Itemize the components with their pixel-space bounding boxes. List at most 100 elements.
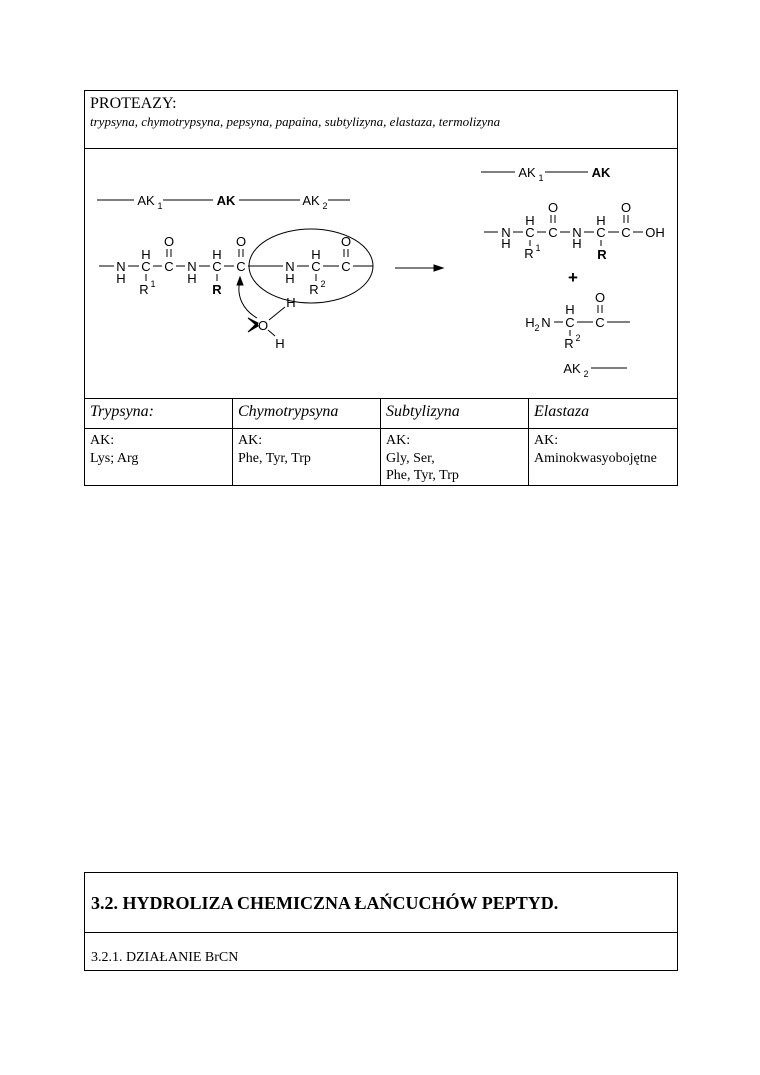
enzyme-ak-label: AK:: [90, 433, 115, 448]
enzyme-name: Subtylizyna: [386, 403, 460, 420]
atom-label: H: [141, 247, 150, 262]
atom-label: C: [164, 259, 173, 274]
atom-label: O: [548, 200, 558, 215]
atom-label: N: [501, 225, 510, 240]
divider: [84, 148, 678, 149]
divider: [380, 398, 381, 486]
divider: [84, 932, 678, 933]
atom-label: H: [501, 236, 510, 251]
atom-label: 1: [150, 279, 155, 289]
atom-label: H: [565, 302, 574, 317]
atom-label: C: [311, 259, 320, 274]
atom-label: H: [275, 336, 284, 351]
atom-label: R: [524, 246, 533, 261]
divider: [528, 398, 529, 486]
section-box: [84, 872, 678, 971]
enzyme-name: Chymotrypsyna: [238, 403, 339, 420]
bond-line: [247, 317, 259, 326]
atom-label: C: [548, 225, 557, 240]
enzyme-name: Elastaza: [534, 403, 590, 420]
atom-label: C: [341, 259, 350, 274]
atom-label: H: [311, 247, 320, 262]
water-molecule: O H H: [236, 275, 296, 351]
enzyme-specificity: Gly, Ser,: [386, 451, 435, 466]
subsection-title: 3.2.1. DZIAŁANIE BrCN: [91, 950, 239, 965]
enzyme-ak-label: AK:: [386, 433, 411, 448]
atom-label: 2: [583, 369, 588, 379]
atom-label: 1: [535, 243, 540, 253]
atom-label: R: [597, 247, 607, 262]
divider: [232, 398, 233, 486]
atom-label: H: [187, 271, 196, 286]
atom-label: R: [212, 282, 222, 297]
atom-label: C: [595, 315, 604, 330]
atom-label: O: [595, 290, 605, 305]
atom-label: 2: [575, 333, 580, 343]
atom-label: H: [525, 213, 534, 228]
atom-label: H: [285, 271, 294, 286]
atom-label: O: [258, 318, 268, 333]
product-chain-schematic: AK 1 AK: [481, 165, 611, 183]
atom-label: AK: [518, 165, 536, 180]
product-acid: N H H C R 1 O C N H H C R O C OH: [484, 200, 665, 262]
bond-line: [267, 329, 276, 337]
atom-label: O: [236, 234, 246, 249]
atom-label: C: [596, 225, 605, 240]
atom-label: C: [565, 315, 574, 330]
atom-label: 1: [538, 173, 543, 183]
leaving-group-ellipse: [248, 228, 374, 304]
left-chain-schematic: AK 1 AK AK 2: [97, 193, 350, 211]
divider: [84, 428, 678, 429]
ak1-label: AK: [137, 193, 155, 208]
atom-label: 2: [534, 323, 539, 333]
peptide-substrate: N H H C R 1 O C N H H C R O C N H H C R …: [99, 228, 374, 304]
atom-label: N: [285, 259, 294, 274]
subscript: 2: [322, 201, 327, 211]
atom-label: N: [116, 259, 125, 274]
atom-label: C: [621, 225, 630, 240]
enzyme-name: Trypsyna:: [90, 403, 154, 420]
bond-line: [268, 306, 286, 321]
protease-table: [84, 90, 678, 486]
enzyme-specificity: Phe, Tyr, Trp: [238, 451, 311, 466]
bond-line: [247, 322, 259, 333]
atom-label: R: [309, 282, 318, 297]
atom-label: H: [116, 271, 125, 286]
ak2-label: AK: [302, 193, 320, 208]
enzyme-specificity: Aminokwasyobojętne: [534, 451, 657, 466]
reaction-arrow: [395, 264, 445, 272]
atom-label: C: [141, 259, 150, 274]
atom-label: C: [236, 259, 245, 274]
table-title: PROTEAZY:: [90, 95, 177, 112]
subscript: 1: [157, 201, 162, 211]
enzyme-ak-label: AK:: [238, 433, 263, 448]
atom-label: H: [525, 315, 534, 330]
enzyme-ak-label: AK:: [534, 433, 559, 448]
bond-line: [236, 275, 244, 286]
atom-label: C: [525, 225, 534, 240]
atom-label: O: [164, 234, 174, 249]
section-title: 3.2. HYDROLIZA CHEMICZNA ŁAŃCUCHÓW PEPTY…: [91, 893, 559, 913]
atom-label: OH: [645, 225, 665, 240]
plus-sign: +: [568, 268, 578, 287]
enzyme-specificity: Lys; Arg: [90, 451, 139, 466]
atom-label: AK: [592, 165, 611, 180]
protease-list: trypsyna, chymotrypsyna, pepsyna, papain…: [90, 114, 501, 129]
atom-label: 2: [320, 279, 325, 289]
atom-label: C: [212, 259, 221, 274]
divider: [84, 398, 678, 399]
atom-label: H: [212, 247, 221, 262]
atom-label: H: [596, 213, 605, 228]
atom-label: R: [139, 282, 148, 297]
atom-label: R: [564, 336, 573, 351]
atom-label: N: [572, 225, 581, 240]
bond-line: [433, 264, 445, 272]
atom-label: H: [286, 295, 295, 310]
atom-label: O: [621, 200, 631, 215]
nucleophilic-attack-arrow: [238, 279, 258, 319]
ak-label: AK: [217, 193, 236, 208]
atom-label: AK: [563, 361, 581, 376]
atom-label: N: [187, 259, 196, 274]
enzyme-specificity: Phe, Tyr, Trp: [386, 468, 459, 483]
